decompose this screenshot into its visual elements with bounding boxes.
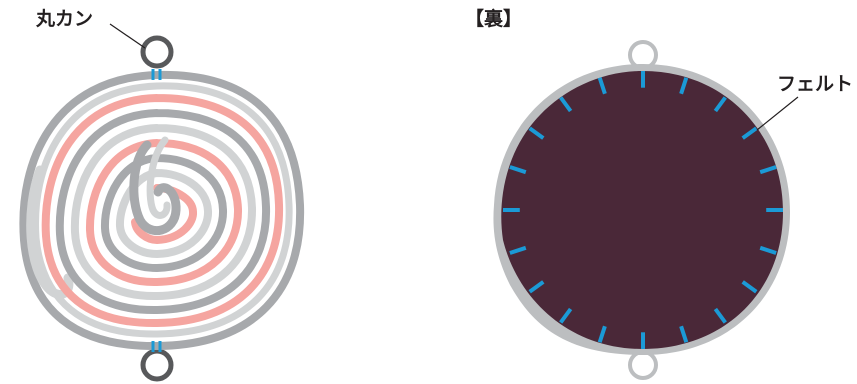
felt-stitch	[759, 165, 777, 175]
spiral-ring-6	[115, 169, 212, 259]
back-bottom-ring	[628, 350, 658, 380]
spiral	[41, 94, 284, 328]
bottom-stitches	[151, 341, 162, 352]
back-label: 【裏】	[465, 7, 522, 30]
spiral-ring-5	[100, 154, 228, 273]
outer-frame-inner-line	[32, 82, 293, 338]
top-stitches	[151, 69, 162, 80]
spiral-ring-7	[131, 184, 197, 245]
felt-stitch	[528, 280, 545, 294]
felt-leader	[756, 96, 799, 131]
felt-label: フェルト	[777, 73, 853, 95]
felt-stitch	[741, 126, 758, 140]
felt-stitch	[597, 325, 607, 343]
spiral-ring-2	[55, 109, 271, 315]
center-hook	[129, 140, 181, 235]
felt-stitch	[741, 280, 758, 294]
spiral-ring-1	[41, 94, 284, 328]
jump-ring-label: 丸カン	[35, 8, 93, 30]
jump-ring-leader	[109, 23, 146, 49]
felt-stitch	[509, 165, 527, 175]
felt-stitch	[559, 96, 573, 113]
back-view: 【裏】 フェルト	[465, 7, 853, 380]
felt-stitch	[759, 245, 777, 255]
felt	[501, 71, 783, 349]
top-jump-ring	[140, 35, 174, 69]
center-hook-inner	[146, 136, 171, 219]
spiral-ring-4	[85, 139, 243, 287]
felt-stitch	[713, 307, 727, 324]
back-stitches	[503, 71, 783, 349]
felt-stitch	[679, 325, 689, 343]
felt-stitch	[509, 245, 527, 255]
felt-stitch	[528, 126, 545, 140]
felt-stitch	[679, 77, 689, 95]
front-view: 丸カン	[19, 8, 305, 382]
felt-stitch	[559, 307, 573, 324]
bottom-jump-ring	[140, 348, 174, 382]
spiral-ring-3	[70, 124, 257, 301]
felt-stitch	[597, 77, 607, 95]
felt-stitch	[713, 96, 727, 113]
